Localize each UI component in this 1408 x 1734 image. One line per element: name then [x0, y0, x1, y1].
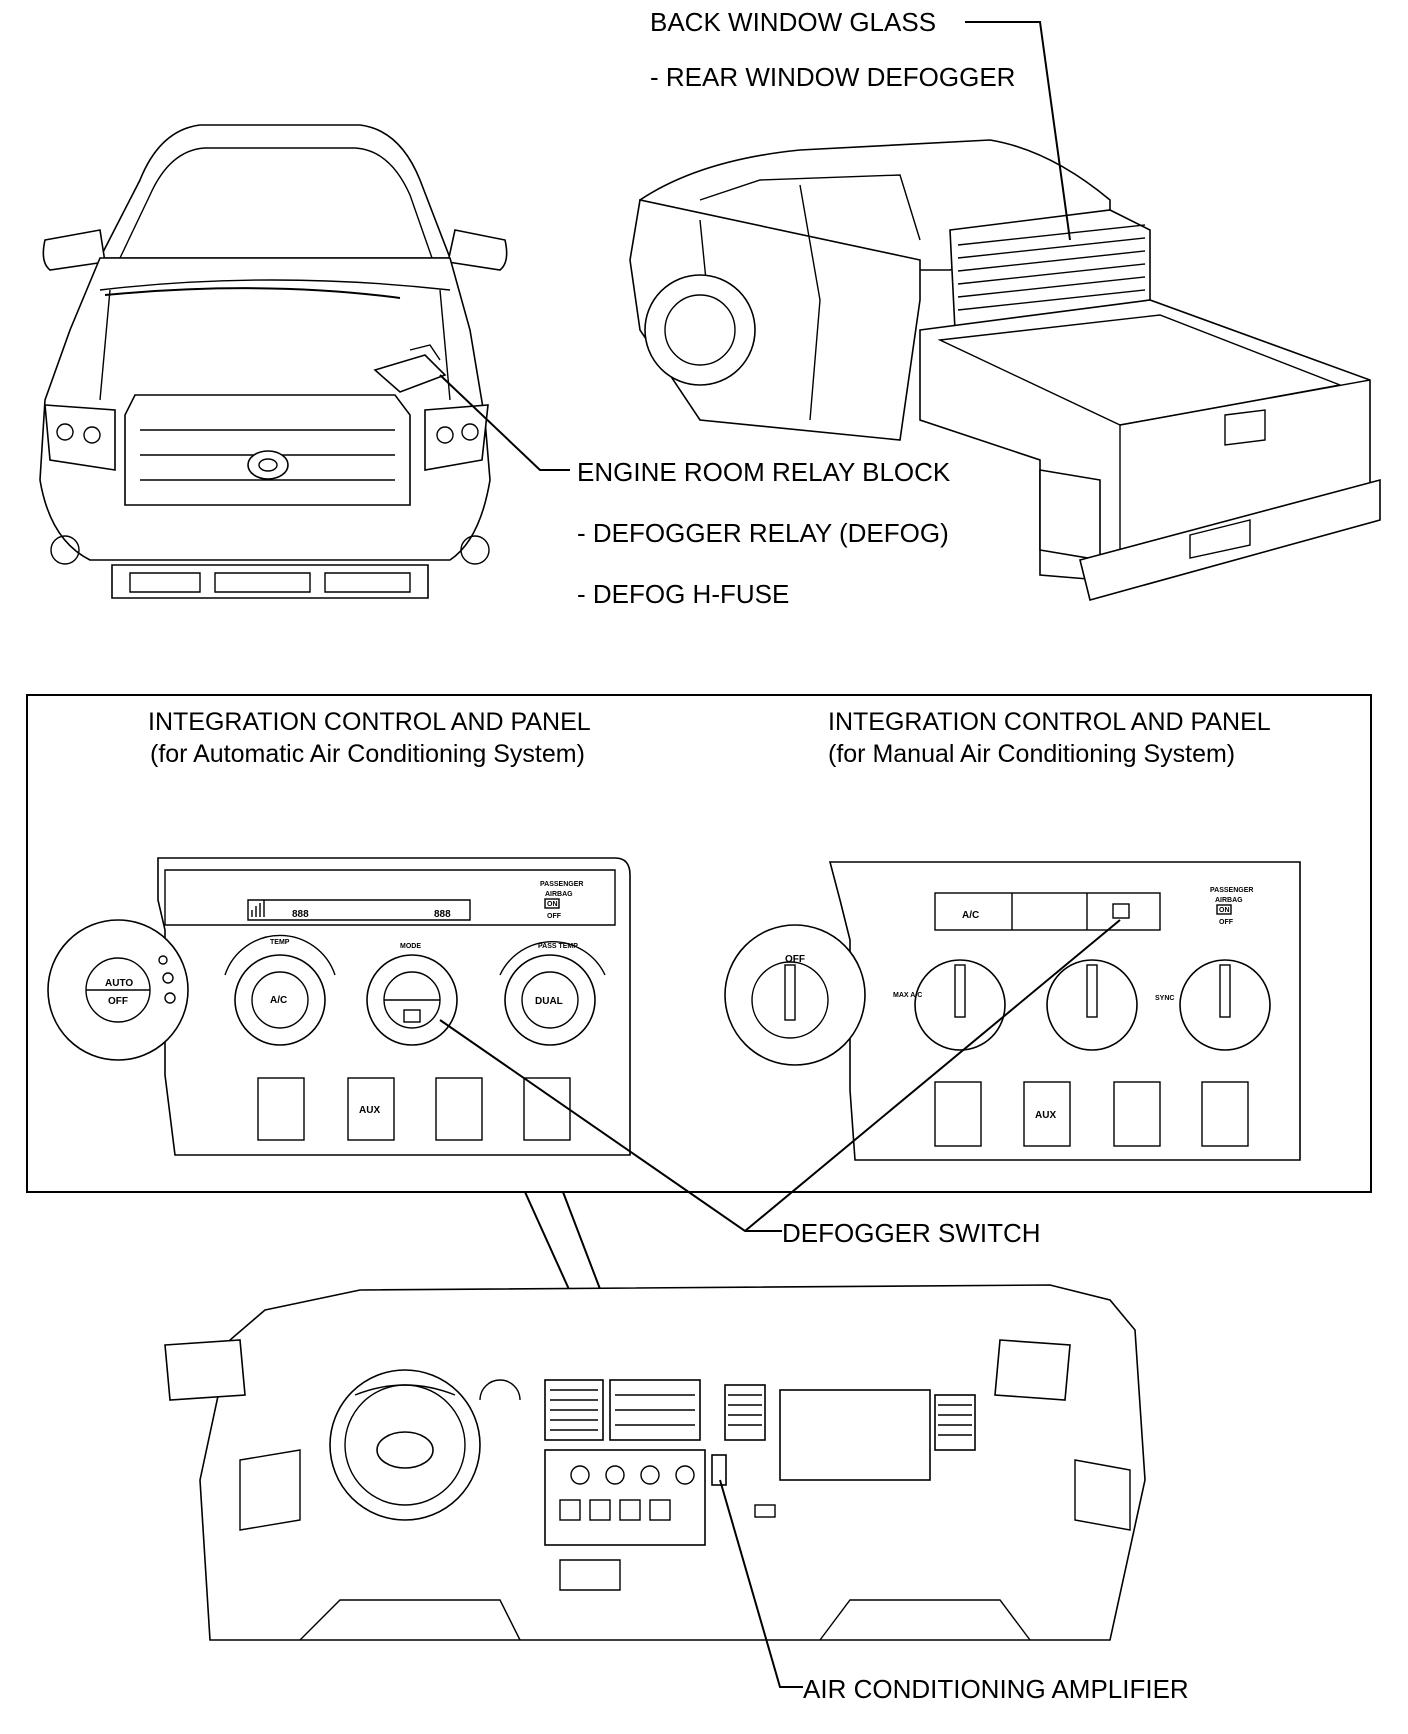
- leader-defogger-switch: [439, 919, 1121, 1232]
- temp-knob[interactable]: [234, 954, 326, 1046]
- label-air-conditioning-amplifier: AIR CONDITIONING AMPLIFIER: [803, 1674, 1189, 1704]
- center-vent-right: [724, 1384, 766, 1441]
- auto-blank-switch-1[interactable]: [257, 1077, 305, 1141]
- leader-back-window: [965, 21, 1071, 241]
- leader-ac-amplifier: [719, 1479, 803, 1688]
- label-rear-window-defogger: - REAR WINDOW DEFOGGER: [650, 62, 1015, 92]
- label-defog-h-fuse: - DEFOG H-FUSE: [577, 579, 789, 609]
- panel-frame: [26, 694, 1372, 1193]
- temp-label: TEMP: [270, 939, 290, 946]
- rear-truck-illustration: [629, 139, 1381, 601]
- leader-relay-block: [439, 374, 570, 471]
- auto-panel-subtitle: (for Automatic Air Conditioning System): [150, 740, 585, 768]
- front-truck-illustration: [39, 124, 508, 599]
- manual-control-panel: A/C PASSENGER AIRBAG ON OFF OFF MAX A/C …: [724, 861, 1301, 1161]
- pass-temp-label: PASS TEMP: [538, 943, 578, 950]
- center-stack: [544, 1449, 706, 1546]
- auto-airbag-on: ON: [547, 901, 558, 908]
- auto-aux-label: AUX: [359, 1105, 380, 1116]
- manual-temp-knob[interactable]: [914, 959, 1006, 1051]
- manual-blank-switch-1[interactable]: [934, 1081, 982, 1147]
- manual-airbag-off: OFF: [1219, 919, 1234, 926]
- auto-knob-label: AUTO: [105, 978, 133, 989]
- manual-mode-knob[interactable]: [1046, 959, 1138, 1051]
- manual-panel-subtitle: (for Manual Air Conditioning System): [828, 740, 1235, 768]
- manual-panel-title: INTEGRATION CONTROL AND PANEL: [828, 708, 1271, 736]
- manual-blank-switch-3[interactable]: [1201, 1081, 1249, 1147]
- manual-airbag-line2: AIRBAG: [1215, 897, 1243, 904]
- manual-aux-switch[interactable]: [1023, 1081, 1071, 1147]
- auto-defogger-switch[interactable]: [403, 1009, 421, 1023]
- auto-airbag-off: OFF: [547, 913, 562, 920]
- mode-label: MODE: [400, 943, 421, 950]
- glove-box-upper: [779, 1389, 931, 1481]
- auto-display-right: 888: [434, 909, 451, 920]
- air-conditioning-amplifier-box: [711, 1454, 727, 1486]
- manual-ac-button-label: A/C: [962, 910, 979, 921]
- pass-temp-knob[interactable]: [504, 954, 596, 1046]
- manual-sync-label: SYNC: [1155, 995, 1174, 1002]
- dashboard-illustration: [164, 1284, 1146, 1641]
- auto-airbag-line2: AIRBAG: [545, 891, 573, 898]
- manual-aux-label: AUX: [1035, 1110, 1056, 1121]
- manual-airbag-on: ON: [1219, 907, 1230, 914]
- label-defogger-switch: DEFOGGER SWITCH: [782, 1218, 1041, 1248]
- auto-airbag-line1: PASSENGER: [540, 881, 583, 888]
- manual-fan-off-label: OFF: [785, 954, 805, 965]
- label-back-window-glass: BACK WINDOW GLASS: [650, 7, 936, 37]
- manual-airbag-line1: PASSENGER: [1210, 887, 1253, 894]
- off-knob-label: OFF: [108, 996, 128, 1007]
- manual-pass-temp-knob[interactable]: [1179, 959, 1271, 1051]
- label-defogger-relay: - DEFOGGER RELAY (DEFOG): [577, 518, 949, 548]
- auto-blank-switch-2[interactable]: [435, 1077, 483, 1141]
- manual-blank-switch-2[interactable]: [1113, 1081, 1161, 1147]
- auto-display-left: 888: [292, 909, 309, 920]
- dual-knob-label: DUAL: [535, 996, 563, 1007]
- ac-knob-label: A/C: [270, 995, 287, 1006]
- right-vent: [934, 1394, 976, 1451]
- label-engine-room-relay-block: ENGINE ROOM RELAY BLOCK: [577, 457, 951, 487]
- automatic-control-panel: 888 888 PASSENGER AIRBAG ON OFF AUTO OFF…: [47, 857, 631, 1156]
- manual-defogger-switch[interactable]: [1112, 903, 1130, 919]
- auto-aux-switch[interactable]: [347, 1077, 395, 1141]
- auto-panel-title: INTEGRATION CONTROL AND PANEL: [148, 708, 591, 736]
- manual-max-ac-label: MAX A/C: [893, 992, 922, 999]
